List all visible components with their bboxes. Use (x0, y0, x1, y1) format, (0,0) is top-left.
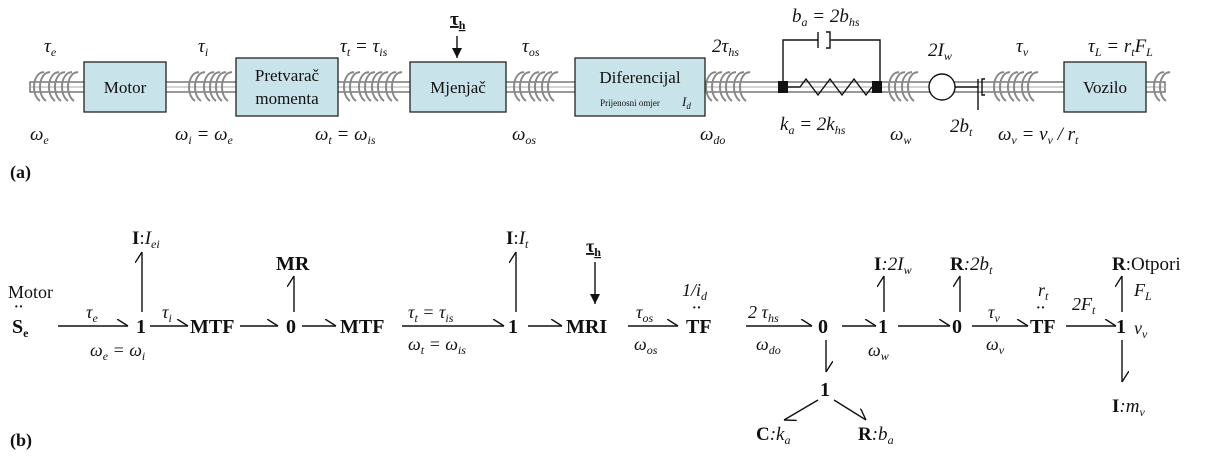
gearbox-label: Mjenjač (430, 78, 486, 97)
vehicle-box (1063, 61, 1147, 113)
panel-a-label: (a) (10, 162, 31, 183)
wheel-inertia-icon (928, 73, 956, 101)
omega-t-eq-label-b: ωt = ωis (408, 334, 466, 357)
differential-label: Diferencijal (599, 68, 680, 87)
omega-i-eq-label-a: ωi = ωe (175, 124, 234, 147)
omega-e-label-a: ωe (30, 124, 49, 147)
two-F-t-label-b: 2Ft (1072, 294, 1096, 317)
two-I-w-label-a: 2Iw (928, 40, 952, 63)
I-2Iw-element: I:2Iw (874, 254, 912, 277)
tf-differential: TF (686, 316, 712, 338)
vehicle-label: Vozilo (1083, 78, 1127, 97)
R-ba-element: R:ba (858, 424, 894, 447)
tau-h-label-a: τh (450, 9, 466, 32)
torque-converter-label-1: Pretvarač (255, 66, 320, 85)
omega-w-label-b: ωw (868, 340, 889, 363)
omega-os-label-b: ωos (634, 334, 658, 357)
tau-v-label-a: τv (1016, 36, 1029, 59)
I-mv-element: I:mv (1112, 396, 1145, 419)
tau-v-label-b: τv (988, 302, 1000, 325)
tau-e-label-a: τe (44, 36, 57, 59)
junction-0-b: 0 (818, 316, 828, 338)
F-L-label-b: FL (1133, 280, 1152, 303)
bond-1-Cka (783, 399, 819, 420)
tau-h-label-b: τh (586, 236, 601, 259)
differential-box (574, 57, 706, 117)
gear-ratio-symbol: Id (681, 94, 691, 111)
effort-source: Se (12, 316, 29, 340)
panel-b: Motor Se ·· (8, 228, 1181, 451)
tf-wheel: TF (1030, 316, 1056, 338)
panel-a: Motor Pretvarač momenta Mjenjač Diferenc… (10, 6, 1171, 183)
tf-dots-2: ·· (1036, 301, 1045, 316)
omega-v-label-b: ωv (986, 334, 1005, 357)
torque-converter-box (235, 57, 339, 117)
motor-box-label: Motor (104, 78, 147, 97)
junction-1-a: 1 (136, 316, 146, 338)
one-over-id-label: 1/id (682, 280, 708, 303)
omega-do-label-a: ωdo (700, 124, 725, 147)
spring-damper-assembly (778, 31, 882, 97)
omega-os-label-a: ωos (512, 124, 536, 147)
omega-do-label-b: ωdo (756, 334, 781, 357)
tau-t-eq-label-a: τt = τis (340, 36, 388, 59)
tau-t-eq-label-b: τt = τis (408, 302, 454, 325)
spring-icon (788, 77, 873, 97)
mtf-1: MTF (190, 316, 234, 338)
mtf-2: MTF (340, 316, 384, 338)
tau-e-label-b: τe (86, 302, 98, 325)
bond-1-Rba (833, 399, 866, 421)
wheel-inertia (928, 73, 985, 110)
omega-w-label-a: ωw (890, 124, 911, 147)
junction-0-v: 0 (952, 316, 962, 338)
tf-dots-1: ·· (692, 301, 701, 316)
R-2bt-element: R:2bt (950, 254, 993, 277)
I-ei-element: I:Iei (132, 228, 160, 251)
effort-source-dots: ·· (14, 300, 23, 315)
junction-1-b: 1 (508, 316, 518, 338)
omega-e-eq-label-b: ωe = ωi (90, 340, 145, 363)
panel-b-label: (b) (10, 430, 32, 451)
mr-element: MR (276, 253, 310, 275)
two-tau-hs-label-b: 2 τhs (748, 302, 779, 325)
tau-L-label-a: τL = rtFL (1088, 36, 1153, 59)
junction-1-ka: 1 (820, 379, 830, 401)
motor-box (83, 61, 167, 113)
b-a-label: ba = 2bhs (792, 6, 860, 29)
two-b-t-label-a: 2bt (950, 116, 973, 139)
tau-os-label-b: τos (636, 302, 653, 325)
gear-ratio-label: Prijenosni omjer (600, 98, 660, 108)
two-tau-hs-label-a: 2τhs (712, 36, 739, 59)
tau-i-label-a: τi (198, 36, 208, 59)
v-v-label-b: vv (1134, 318, 1148, 341)
r-t-label-b: rt (1038, 280, 1049, 303)
I-t-element: I:It (506, 228, 529, 251)
tau-os-label-a: τos (522, 36, 540, 59)
mri-element: MRI (566, 316, 607, 338)
C-ka-element: C:ka (756, 424, 791, 447)
junction-1-w: 1 (878, 316, 888, 338)
motor-source-label: Motor (8, 282, 53, 302)
junction-0-a: 0 (286, 316, 296, 338)
junction-1-v: 1 (1116, 316, 1126, 338)
R-otpori-element: R:Otpori (1112, 254, 1181, 275)
k-a-label: ka = 2khs (780, 114, 846, 137)
torque-converter-label-2: momenta (255, 89, 319, 108)
omega-t-eq-label-a: ωt = ωis (315, 124, 376, 147)
tau-i-label-b: τi (162, 302, 172, 325)
gearbox-box (409, 61, 507, 113)
omega-v-eq-label-a: ωv = vv / rt (998, 124, 1079, 147)
